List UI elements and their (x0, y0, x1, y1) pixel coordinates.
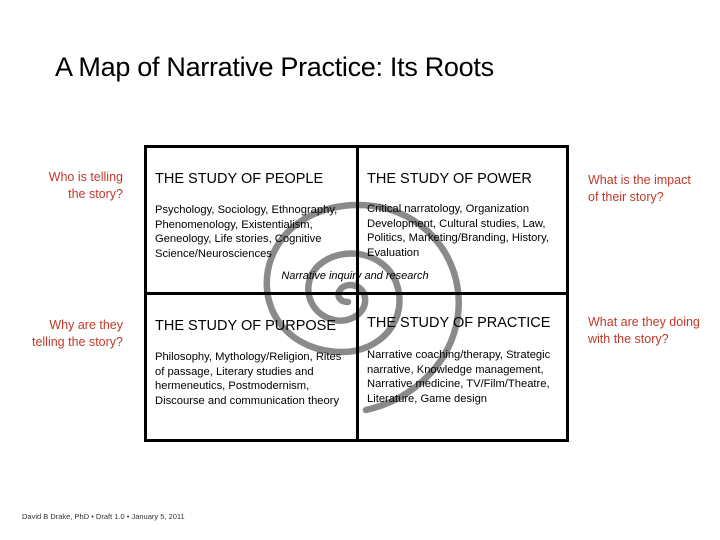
footer-credit: David B Drake, PhD • Draft 1.0 • January… (22, 512, 185, 521)
question-why: Why are they telling the story? (31, 318, 123, 349)
quadrant-practice-body: Narrative coaching/therapy, Strategic na… (367, 349, 551, 406)
center-label: Narrative inquiry and research (281, 270, 429, 282)
quadrant-people-title: THE STUDY OF PEOPLE (155, 171, 324, 187)
quadrant-power-body: Critical narratology, Organization Devel… (367, 203, 549, 260)
question-who: Who is telling the story? (48, 170, 123, 201)
question-impact: What is the impact of their story? (588, 173, 691, 204)
quadrant-purpose-body: Philosophy, Mythology/Religion, Rites of… (155, 351, 342, 408)
quadrant-power-title: THE STUDY OF POWER (367, 171, 532, 187)
quadrant-purpose-title: THE STUDY OF PURPOSE (155, 318, 337, 334)
quadrant-people-body: Psychology, Sociology, Ethnography, Phen… (155, 204, 338, 261)
question-doing: What are they doing with the story? (588, 315, 700, 346)
quadrant-practice-title: THE STUDY OF PRACTICE (367, 315, 551, 331)
page-title: A Map of Narrative Practice: Its Roots (55, 52, 494, 82)
spiral-path (263, 201, 462, 414)
grid-horizontal-divider (144, 292, 569, 295)
